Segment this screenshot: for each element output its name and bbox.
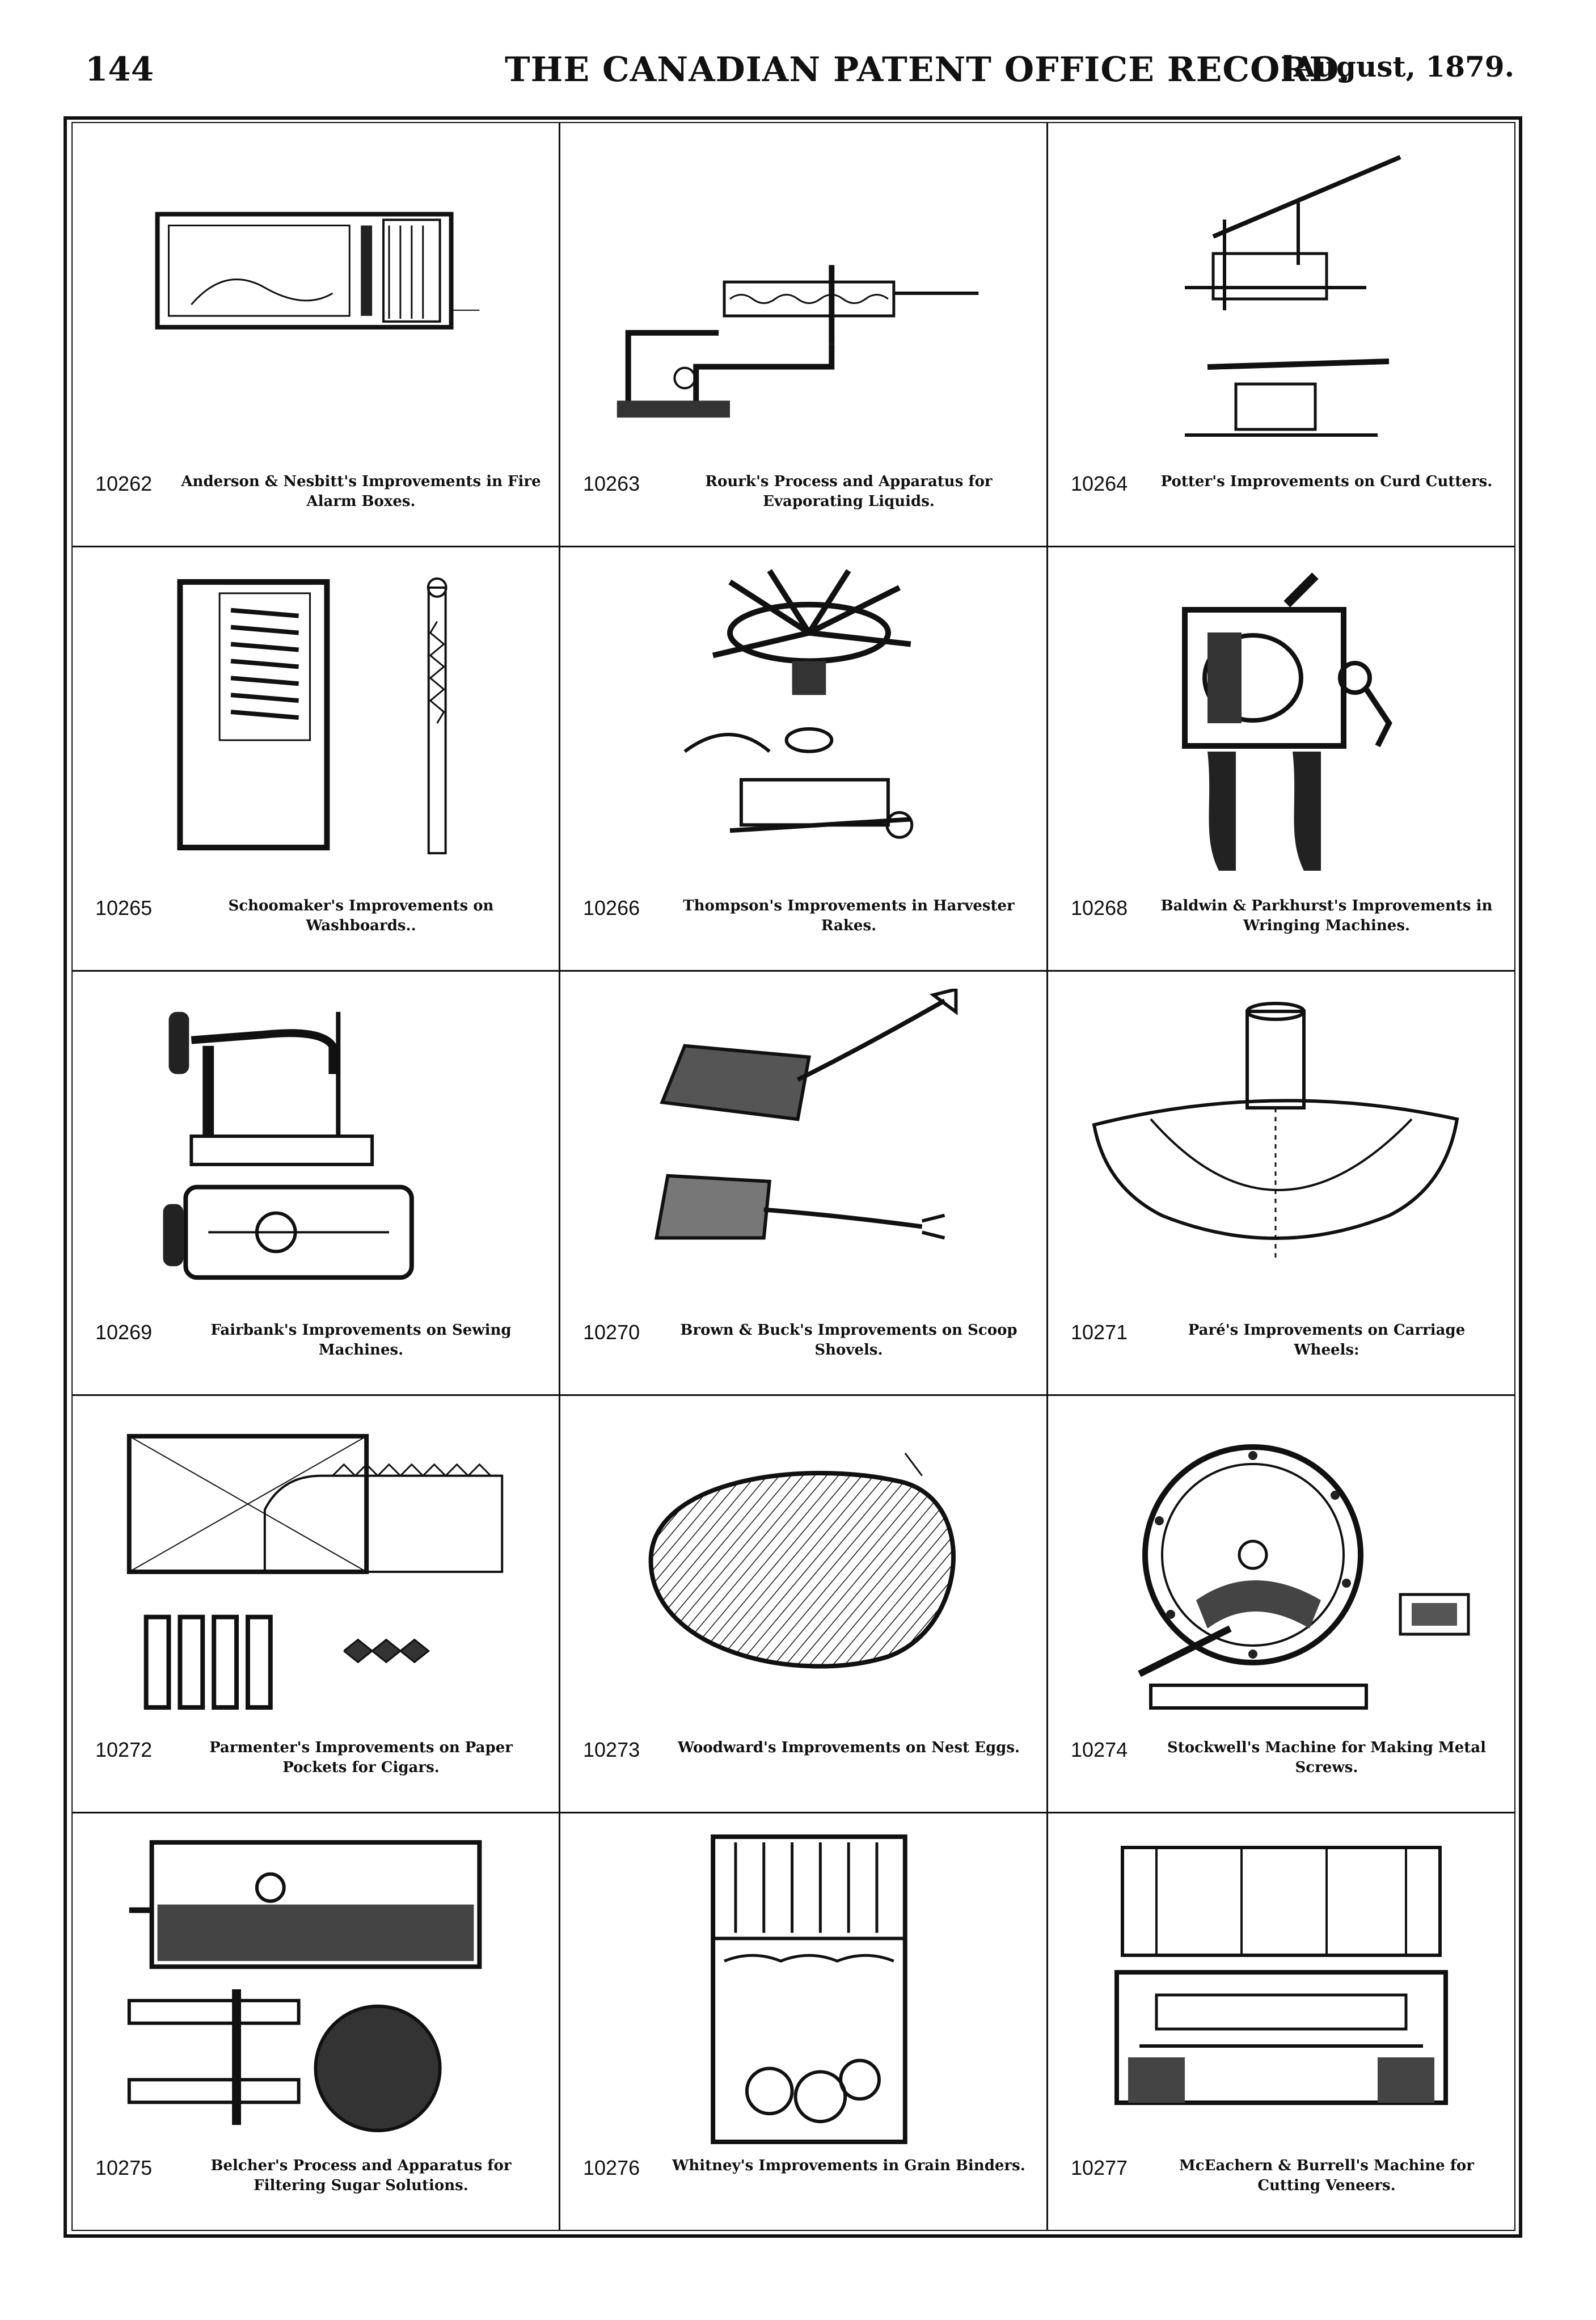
veneer-machine-drawing — [1071, 1830, 1492, 2148]
screw-machine-drawing — [1071, 1413, 1492, 1731]
fire-alarm-box-drawing — [95, 140, 536, 458]
patent-title: Fairbank's Improvements on Sewing Machin… — [210, 1322, 512, 1359]
patent-title: Potter's Improvements on Curd Cutters. — [1160, 473, 1493, 490]
patent-cell-10262: 10262 Anderson & Nesbitt's Improvements … — [73, 123, 560, 547]
patent-caption: 10262 Anderson & Nesbitt's Improvements … — [95, 466, 542, 529]
patent-title: Parmenter's Improvements on Paper Pocket… — [209, 1739, 513, 1777]
patent-grid: 10262 Anderson & Nesbitt's Improvements … — [73, 123, 1514, 2230]
patent-cell-10272: 10272 Parmenter's Improvements on Paper … — [73, 1396, 560, 1813]
patent-title: Anderson & Nesbitt's Improvements in Fir… — [181, 473, 541, 511]
page-header: 144 THE CANADIAN PATENT OFFICE RECORD. [… — [85, 50, 1514, 95]
inner-frame — [71, 122, 1515, 2231]
patent-caption: 10268 Baldwin & Parkhurst's Improvements… — [1071, 891, 1497, 953]
carriage-wheel-drawing — [1071, 989, 1492, 1306]
wringing-machine-drawing — [1071, 564, 1492, 882]
patent-number: 10264 — [1071, 472, 1128, 495]
patent-cell-10275: 10275 Belcher's Process and Apparatus fo… — [73, 1813, 560, 2230]
outer-frame — [64, 116, 1522, 2238]
patent-cell-10276: 10276 Whitney's Improvements in Grain Bi… — [560, 1813, 1048, 2230]
patent-number: 10268 — [1071, 896, 1128, 919]
patent-caption: 10270 Brown & Buck's Improvements on Sco… — [583, 1315, 1029, 1377]
patent-caption: 10264 Potter's Improvements on Curd Cutt… — [1071, 466, 1497, 529]
patent-number: 10273 — [583, 1738, 640, 1761]
patent-cell-10277: 10277 McEachern & Burrell's Machine for … — [1048, 1813, 1514, 2230]
patent-number: 10270 — [583, 1321, 640, 1344]
patent-number: 10265 — [95, 896, 153, 919]
patent-caption: 10274 Stockwell's Machine for Making Met… — [1071, 1732, 1497, 1795]
page-number: 144 — [85, 50, 154, 88]
evaporator-drawing — [583, 140, 1024, 458]
patent-number: 10275 — [95, 2156, 153, 2179]
grain-binder-drawing — [583, 1830, 1024, 2148]
patent-title: Brown & Buck's Improvements on Scoop Sho… — [680, 1322, 1017, 1359]
patent-title: Schoomaker's Improvements on Washboards.… — [228, 897, 494, 935]
patent-cell-10271: 10271 Paré's Improvements on Carriage Wh… — [1048, 972, 1514, 1396]
patent-cell-10268: 10268 Baldwin & Parkhurst's Improvements… — [1048, 547, 1514, 972]
sugar-filter-drawing — [95, 1830, 536, 2148]
patent-number: 10272 — [95, 1738, 153, 1761]
patent-number: 10271 — [1071, 1321, 1128, 1344]
harvester-rake-drawing — [583, 564, 1024, 882]
patent-number: 10274 — [1071, 1738, 1128, 1761]
patent-number: 10277 — [1071, 2156, 1128, 2179]
patent-number: 10266 — [583, 896, 640, 919]
patent-number: 10276 — [583, 2156, 640, 2179]
patent-number: 10263 — [583, 472, 640, 495]
patent-number: 10269 — [95, 1321, 153, 1344]
issue-date: [August, 1879. — [1280, 50, 1514, 83]
scoop-shovel-drawing — [583, 987, 1024, 1306]
patent-cell-10270: 10270 Brown & Buck's Improvements on Sco… — [560, 972, 1048, 1396]
patent-title: Paré's Improvements on Carriage Wheels: — [1188, 1322, 1466, 1359]
patent-caption: 10271 Paré's Improvements on Carriage Wh… — [1071, 1315, 1497, 1377]
patent-caption: 10263 Rourk's Process and Apparatus for … — [583, 466, 1029, 529]
patent-number: 10262 — [95, 472, 153, 495]
patent-title: Baldwin & Parkhurst's Improvements in Wr… — [1160, 897, 1493, 935]
patent-title: Woodward's Improvements on Nest Eggs. — [677, 1739, 1020, 1756]
patent-caption: 10277 McEachern & Burrell's Machine for … — [1071, 2150, 1497, 2213]
patent-caption: 10266 Thompson's Improvements in Harvest… — [583, 891, 1029, 953]
patent-caption: 10265 Schoomaker's Improvements on Washb… — [95, 891, 542, 953]
patent-caption: 10276 Whitney's Improvements in Grain Bi… — [583, 2150, 1029, 2213]
nest-egg-drawing — [583, 1413, 1024, 1731]
patent-caption: 10275 Belcher's Process and Apparatus fo… — [95, 2150, 542, 2213]
patent-title: Thompson's Improvements in Harvester Rak… — [683, 897, 1015, 935]
patent-title: Whitney's Improvements in Grain Binders. — [672, 2157, 1025, 2174]
curd-cutter-drawing — [1071, 140, 1492, 458]
cigar-pocket-drawing — [95, 1413, 536, 1731]
patent-cell-10269: 10269 Fairbank's Improvements on Sewing … — [73, 972, 560, 1396]
patent-cell-10264: 10264 Potter's Improvements on Curd Cutt… — [1048, 123, 1514, 547]
journal-title: THE CANADIAN PATENT OFFICE RECORD. — [505, 50, 1350, 90]
patent-cell-10263: 10263 Rourk's Process and Apparatus for … — [560, 123, 1048, 547]
patent-cell-10274: 10274 Stockwell's Machine for Making Met… — [1048, 1396, 1514, 1813]
patent-title: Stockwell's Machine for Making Metal Scr… — [1167, 1739, 1487, 1777]
patent-title: Rourk's Process and Apparatus for Evapor… — [705, 473, 993, 511]
patent-title: Belcher's Process and Apparatus for Filt… — [210, 2157, 512, 2195]
patent-cell-10265: 10265 Schoomaker's Improvements on Washb… — [73, 547, 560, 972]
patent-cell-10266: 10266 Thompson's Improvements in Harvest… — [560, 547, 1048, 972]
patent-cell-10273: 10273 Woodward's Improvements on Nest Eg… — [560, 1396, 1048, 1813]
patent-caption: 10272 Parmenter's Improvements on Paper … — [95, 1732, 542, 1795]
washboard-drawing — [95, 564, 536, 882]
patent-caption: 10269 Fairbank's Improvements on Sewing … — [95, 1315, 542, 1377]
patent-caption: 10273 Woodward's Improvements on Nest Eg… — [583, 1732, 1029, 1795]
sewing-machine-drawing — [95, 989, 536, 1306]
patent-title: McEachern & Burrell's Machine for Cuttin… — [1179, 2157, 1474, 2195]
